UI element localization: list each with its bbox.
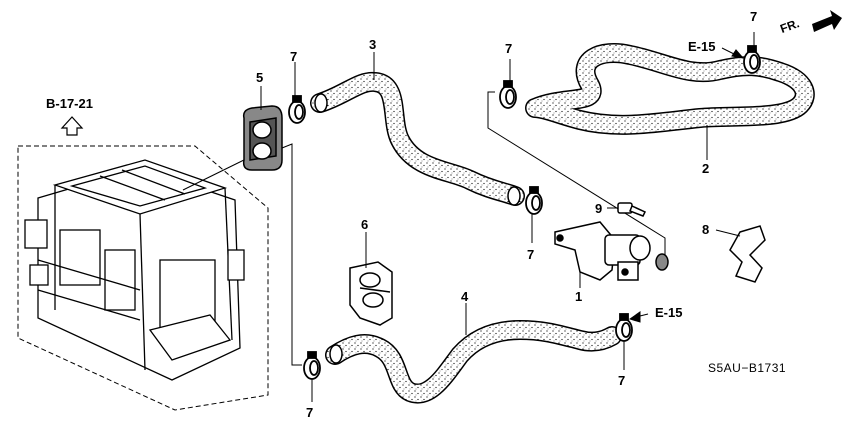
clamp-icon bbox=[303, 351, 321, 402]
clip bbox=[715, 225, 766, 283]
leader-grommet-bracket bbox=[281, 143, 302, 366]
reference-upper-hose[interactable]: E-15 bbox=[688, 39, 716, 54]
callout-clip: 8 bbox=[702, 222, 710, 237]
grommet bbox=[242, 86, 283, 171]
clamp-icon bbox=[499, 59, 517, 109]
clamp-icon bbox=[525, 186, 543, 243]
callout-bolt: 9 bbox=[595, 201, 603, 216]
callout-clamp: 7 bbox=[306, 405, 314, 420]
leader-valve-bracket bbox=[487, 91, 666, 268]
callout-clamp: 7 bbox=[750, 9, 758, 24]
heater-unit-dashed-outline bbox=[17, 145, 269, 411]
hose-lower bbox=[325, 303, 622, 404]
clamp-icon bbox=[288, 62, 306, 124]
callout-clamp: 7 bbox=[527, 247, 535, 262]
callout-clamp: 7 bbox=[290, 49, 298, 64]
callout-hose-upper-right: 2 bbox=[702, 161, 710, 176]
callout-clamp: 7 bbox=[618, 373, 626, 388]
callout-valve: 1 bbox=[575, 289, 583, 304]
reference-lower-hose[interactable]: E-15 bbox=[655, 305, 683, 320]
reference-heater-unit[interactable]: B-17-21 bbox=[46, 96, 93, 111]
reference-arrows bbox=[628, 47, 745, 323]
callout-hose-lower: 4 bbox=[461, 289, 469, 304]
hose-upper-right bbox=[525, 43, 815, 160]
callout-holder: 6 bbox=[361, 217, 369, 232]
water-valve bbox=[554, 221, 669, 288]
up-arrow-icon bbox=[60, 116, 84, 136]
diagram-code: S5AU−B1731 bbox=[708, 361, 787, 375]
bolt bbox=[607, 202, 647, 217]
clamp-icons bbox=[288, 32, 761, 402]
front-direction-arrow-icon bbox=[812, 10, 842, 32]
callout-grommet: 5 bbox=[256, 70, 264, 85]
hose-upper-left bbox=[310, 52, 525, 206]
heater-unit bbox=[24, 159, 245, 381]
callout-clamp: 7 bbox=[505, 41, 513, 56]
heater-unit-group bbox=[17, 145, 269, 411]
holder bbox=[349, 232, 393, 326]
callout-hose-upper-left: 3 bbox=[369, 37, 377, 52]
clamp-icon bbox=[615, 313, 633, 370]
heater-to-grommet-leader bbox=[182, 157, 249, 191]
clamp-icon bbox=[743, 32, 761, 74]
